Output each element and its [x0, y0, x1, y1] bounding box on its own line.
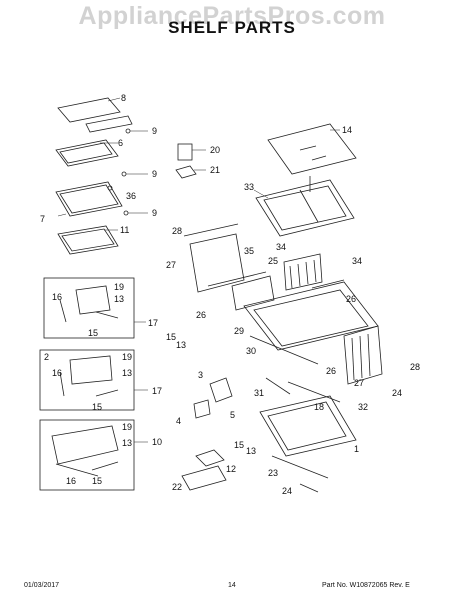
callout-labels: 1 2 3 4 5 6 7 8 9 9 9 10 11 12 13 13 13 … [40, 93, 420, 496]
callout-18: 18 [314, 402, 324, 412]
callout-7: 7 [40, 214, 45, 224]
part-20-icon [177, 143, 193, 161]
callout-16a: 16 [52, 292, 62, 302]
callout-23: 23 [268, 468, 278, 478]
shelf-part-11 [57, 225, 119, 255]
callout-16b: 16 [52, 368, 62, 378]
callout-25: 25 [268, 256, 278, 266]
bracket-lower [51, 425, 119, 477]
page-title: SHELF PARTS [168, 18, 296, 37]
callout-24a: 24 [392, 388, 402, 398]
glass-shelf-14 [267, 123, 357, 175]
callout-13b: 13 [122, 368, 132, 378]
footer-part-info: Part No. W10872065 Rev. E [322, 582, 410, 589]
callout-21: 21 [210, 165, 220, 175]
callout-36: 36 [126, 191, 136, 201]
callout-3: 3 [198, 370, 203, 380]
part-22 [181, 465, 227, 491]
shelf-part-6 [55, 139, 119, 167]
screw-9-icon [107, 128, 131, 216]
assembly-box-lower [39, 419, 135, 491]
part-21-icon [175, 165, 197, 179]
side-grille-34 [283, 253, 323, 291]
callout-26a: 26 [196, 310, 206, 320]
callout-5: 5 [230, 410, 235, 420]
bracket-middle [59, 355, 119, 397]
callout-9a: 9 [152, 126, 157, 136]
callout-30: 30 [246, 346, 256, 356]
callout-12: 12 [226, 464, 236, 474]
callout-34b: 34 [352, 256, 362, 266]
crisper-cover-1 [259, 395, 357, 457]
callout-17b: 17 [152, 386, 162, 396]
footer-page: 14 [228, 582, 236, 589]
footer-date: 01/03/2017 [24, 582, 60, 589]
bracket-upper [59, 285, 119, 323]
drawer-cover [243, 281, 379, 351]
part-3-5 [193, 377, 233, 419]
callout-13c: 13 [122, 438, 132, 448]
callout-15d: 15 [166, 332, 176, 342]
shelf-frame-33 [255, 179, 355, 237]
assembly-box-upper [43, 277, 135, 339]
callout-13d: 13 [176, 340, 186, 350]
callout-15c: 15 [92, 476, 102, 486]
part-12 [195, 449, 225, 467]
callout-13e: 13 [246, 446, 256, 456]
callout-15e: 15 [234, 440, 244, 450]
screw-24 [299, 483, 319, 493]
rail-26 [311, 279, 345, 289]
shelf-part-8 [57, 97, 133, 133]
drawer-rail-assembly [183, 223, 275, 311]
callout-26c: 26 [326, 366, 336, 376]
callout-26b: 26 [346, 294, 356, 304]
callout-14: 14 [342, 125, 352, 135]
callout-32: 32 [358, 402, 368, 412]
rail-31 [265, 377, 291, 395]
callout-11: 11 [120, 225, 129, 235]
assembly-box-middle [39, 349, 135, 411]
rail-30 [249, 335, 319, 365]
callout-17a: 17 [148, 318, 158, 328]
callout-34a: 34 [276, 242, 286, 252]
callout-35: 35 [244, 246, 254, 256]
callout-22: 22 [172, 482, 182, 492]
shelf-part-7 [55, 181, 123, 217]
callout-33: 33 [244, 182, 254, 192]
callout-13a: 13 [114, 294, 124, 304]
callout-6: 6 [118, 138, 123, 148]
callout-28a: 28 [172, 226, 182, 236]
callout-9b: 9 [152, 169, 157, 179]
callout-20: 20 [210, 145, 220, 155]
callout-27b: 27 [354, 378, 364, 388]
callout-15b: 15 [92, 402, 102, 412]
callout-2: 2 [44, 352, 49, 362]
watermark: AppliancePartsPros.com [78, 2, 386, 30]
callout-19b: 19 [122, 352, 132, 362]
callout-1: 1 [354, 444, 359, 454]
callout-31: 31 [254, 388, 264, 398]
callout-4: 4 [176, 416, 181, 426]
callout-8: 8 [121, 93, 126, 103]
callout-19c: 19 [122, 422, 132, 432]
callout-15a: 15 [88, 328, 98, 338]
callout-10: 10 [152, 437, 162, 447]
callout-24b: 24 [282, 486, 292, 496]
rail-23 [271, 455, 329, 479]
callout-28b: 28 [410, 362, 420, 372]
right-grille [343, 325, 383, 385]
callout-19a: 19 [114, 282, 124, 292]
callout-29: 29 [234, 326, 244, 336]
callout-9c: 9 [152, 208, 157, 218]
callout-27a: 27 [166, 260, 176, 270]
callout-16c: 16 [66, 476, 76, 486]
